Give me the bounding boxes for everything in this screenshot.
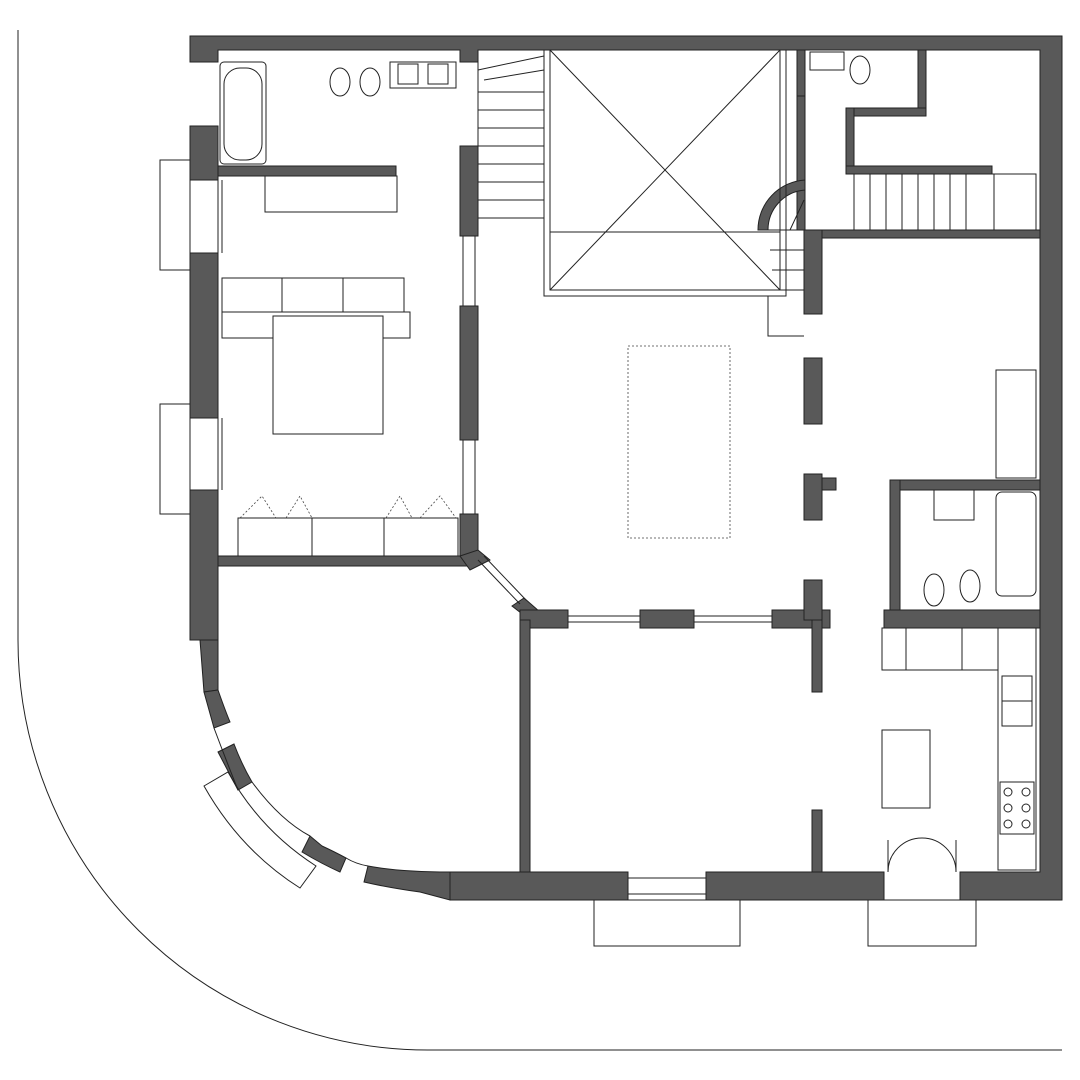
dresser (264, 175, 398, 213)
exterior-walls (189, 35, 1063, 901)
toilet (329, 67, 351, 97)
bathtub-2 (995, 491, 1037, 597)
balcony-left (159, 159, 191, 271)
sink-2 (933, 489, 975, 521)
service-sink (809, 51, 845, 71)
service-stair (767, 173, 1037, 337)
wardrobe-2 (995, 369, 1037, 479)
balcony-kitchen (867, 899, 977, 947)
kitchen-fixtures (881, 627, 1037, 873)
balcony-bottom (593, 899, 741, 947)
windows (217, 180, 772, 895)
service-toilet (849, 55, 871, 85)
main-stair (477, 49, 545, 219)
kitchen-door (887, 837, 957, 873)
site-boundary (17, 30, 1062, 1051)
cooktop (999, 781, 1035, 835)
bathroom-fixtures (923, 489, 1037, 607)
rug (627, 345, 731, 539)
bidet (359, 67, 381, 97)
kitchen-island (881, 729, 931, 809)
bidet-2 (923, 573, 945, 607)
master-bathroom-fixtures (219, 61, 457, 165)
curved-balcony (203, 771, 317, 889)
toilet-2 (959, 569, 981, 603)
bedroom-furniture (221, 175, 459, 557)
headboard-shelf (221, 277, 405, 313)
wardrobe (237, 517, 459, 557)
stairwell-void (543, 49, 787, 297)
appliance (905, 627, 963, 671)
interior-walls (217, 49, 1041, 873)
bed (272, 315, 384, 435)
curved-window (213, 727, 369, 867)
balcony-left-lower (159, 403, 191, 515)
